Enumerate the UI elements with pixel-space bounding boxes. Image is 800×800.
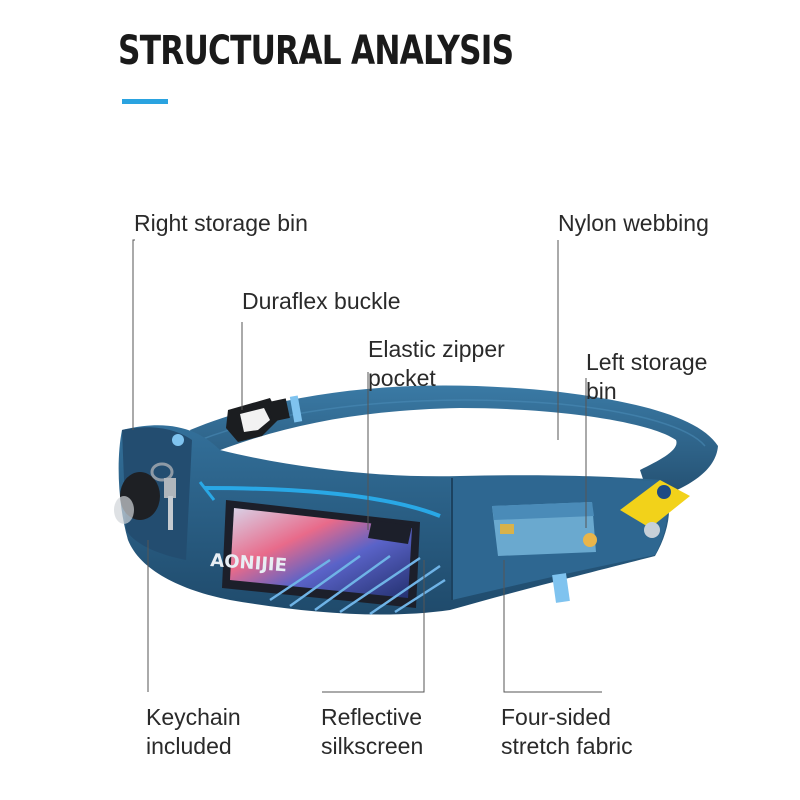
energy-gel [620,480,690,528]
keychain-keys [114,462,176,530]
elastic-zipper [204,486,441,518]
title-accent-bar [122,99,168,104]
reflective-silkscreen-stripes [269,554,446,616]
phone-window [222,500,420,608]
callout-lines [132,239,602,693]
page-title: STRUCTURAL ANALYSIS [118,28,514,74]
bank-card [492,502,597,556]
callout-keychain-included: Keychain included [146,704,241,759]
reflective-tab [289,395,303,423]
callout-nylon-webbing: Nylon webbing [558,210,709,236]
callout-right-storage-bin: Right storage bin [134,210,308,236]
callout-left-storage-bin: Left storage bin [586,349,708,404]
callout-four-sided-stretch-fabric: Four-sided stretch fabric [501,704,633,759]
callout-reflective-silkscreen: Reflective silkscreen [321,704,424,759]
callout-duraflex-buckle: Duraflex buckle [242,288,401,314]
duraflex-buckle [226,398,290,442]
callout-elastic-zipper-pocket: Elastic zipper pocket [368,336,505,391]
